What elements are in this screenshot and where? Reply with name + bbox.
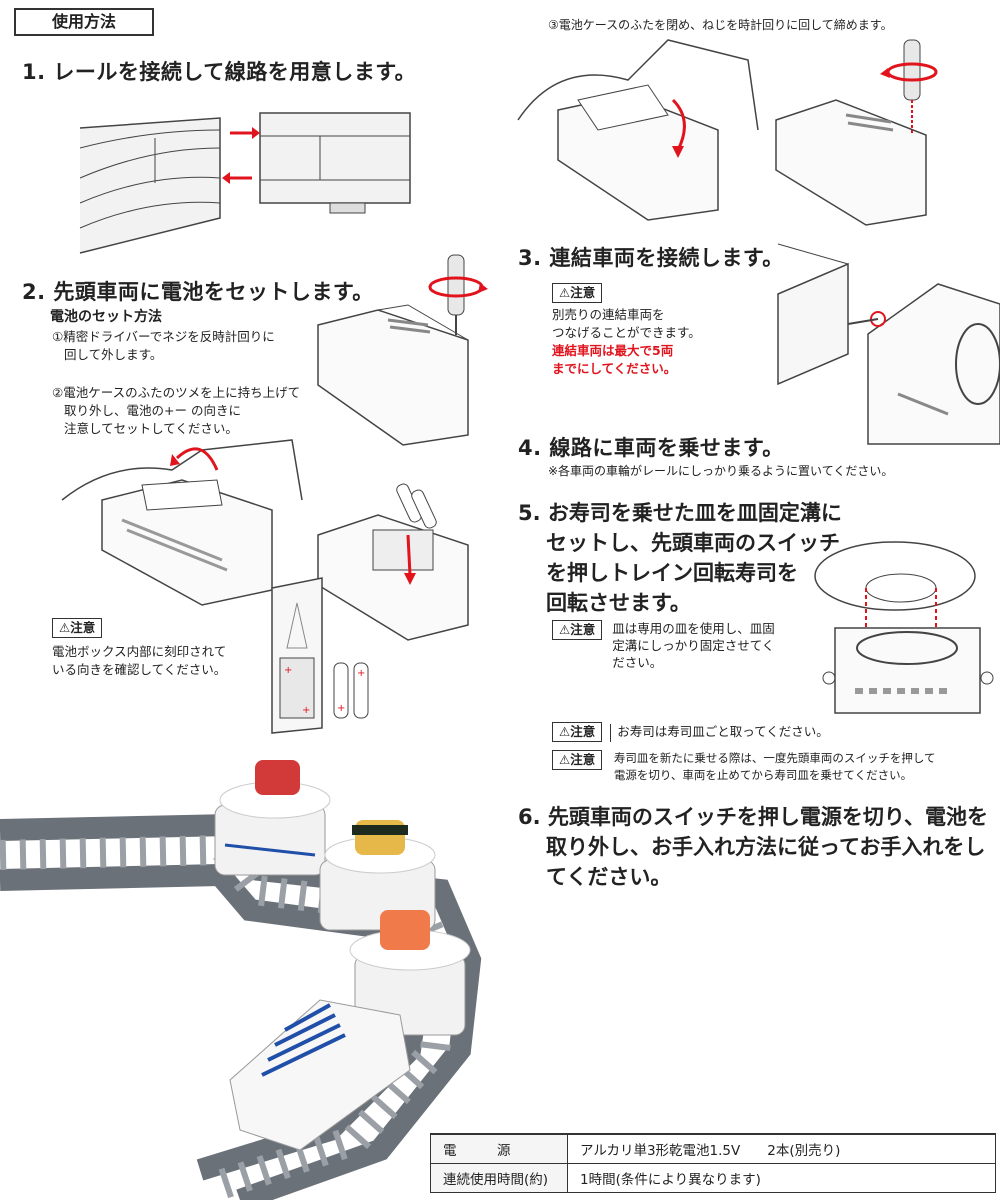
screwdriver-unscrew-illustration: [317, 254, 488, 446]
svg-text:+: +: [337, 703, 345, 714]
replace-plate-caution: ⚠注意 寿司皿を新たに乗せる際は、一度先頭車両のスイッチを押して 電源を切り、車…: [552, 750, 936, 784]
spec-table: 電 源 アルカリ単3形乾電池1.5V 2本(別売り) 連続使用時間(約) 1時間…: [430, 1133, 996, 1193]
step5-title: 5. お寿司を乗せた皿を皿固定溝に セットし、先頭車両のスイッチ を押しトレイン…: [518, 501, 842, 615]
coupling-caution-badge: ⚠注意: [552, 282, 603, 303]
spec-label-power: 電 源: [430, 1133, 568, 1164]
step3-title: 3. 連結車両を接続します。: [518, 246, 784, 270]
svg-text:+: +: [284, 665, 292, 676]
coupling-illustration: [777, 243, 1000, 445]
battery-box-illustration: + + + +: [271, 577, 369, 734]
lift-cover-illustration: [61, 439, 303, 606]
battery-caution-badge: ⚠注意: [52, 617, 103, 638]
battery-caution-text: 電池ボックス内部に刻印されて いる向きを確認してください。: [52, 644, 227, 677]
spec-label-duration: 連続使用時間(約): [430, 1163, 568, 1193]
table-row: 電 源 アルカリ単3形乾電池1.5V 2本(別売り): [430, 1133, 996, 1164]
sushi-train-photo: [0, 760, 482, 1200]
plate-caution: ⚠注意 皿は専用の皿を使用し、皿固 定溝にしっかり固定させてく ださい。: [552, 620, 775, 671]
battery-step-3: ③電池ケースのふたを閉め、ねじを時計回りに回して締めます。: [548, 18, 893, 32]
svg-text:+: +: [302, 705, 310, 716]
plate-fixing-illustration: [814, 541, 994, 714]
tighten-screw-illustration: [775, 39, 938, 226]
table-row: 連続使用時間(約) 1時間(条件により異なります): [430, 1163, 996, 1193]
insert-batteries-illustration: [317, 483, 469, 641]
spec-value-power: アルカリ単3形乾電池1.5V 2本(別売り): [567, 1133, 996, 1164]
take-plate-caution: ⚠注意 お寿司は寿司皿ごと取ってください。: [552, 722, 829, 742]
close-cover-illustration: [517, 39, 759, 221]
step6-title: 6. 先頭車両のスイッチを押し電源を切り、電池を 取り外し、お手入れ方法に従って…: [518, 805, 989, 889]
rail-connection-illustration: [79, 112, 411, 254]
section-title: 使用方法: [14, 8, 154, 36]
battery-step-2: ②電池ケースのふたのツメを上に持ち上げて 取り外し、電池の+ー の向きに 注意し…: [52, 385, 301, 436]
step1-title: 1. レールを接続して線路を用意します。: [22, 60, 417, 84]
battery-setup-subtitle: 電池のセット方法: [50, 309, 162, 325]
battery-step-1: ①精密ドライバーでネジを反時計回りに 回して外します。: [52, 329, 275, 362]
step4-title: 4. 線路に車両を乗せます。: [518, 436, 784, 460]
svg-text:+: +: [357, 668, 365, 679]
coupling-caution-text: 別売りの連結車両を つなげることができます。 連結車両は最大で5両 までにしてく…: [552, 307, 701, 376]
step2-title: 2. 先頭車両に電池をセットします。: [22, 280, 374, 304]
step4-note: ※各車両の車輪がレールにしっかり乗るように置いてください。: [548, 464, 894, 478]
spec-value-duration: 1時間(条件により異なります): [567, 1163, 996, 1193]
